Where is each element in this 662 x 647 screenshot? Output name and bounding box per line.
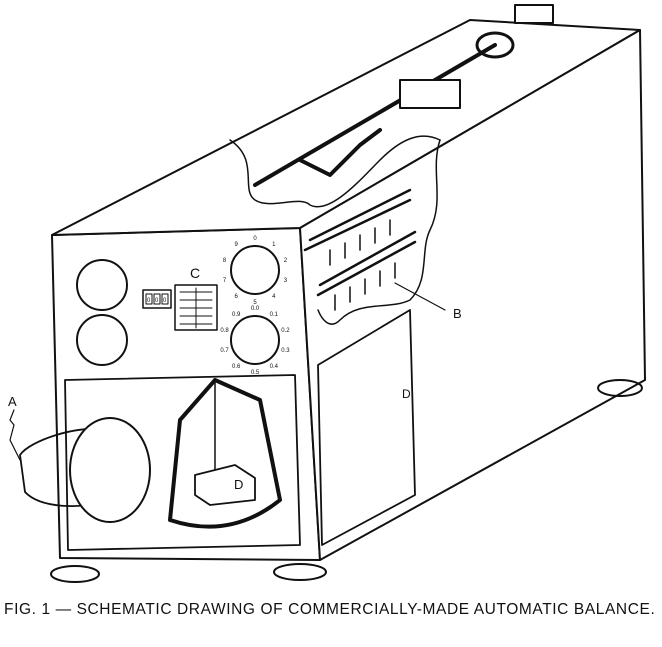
dial-mark: 0.1	[270, 312, 279, 318]
round-window-lower	[76, 314, 128, 366]
label-d-pan: D	[234, 477, 243, 492]
upper-dial-marks: 0 1 2 3 4 5 6 7 8 9	[223, 236, 288, 306]
dial-mark: 6	[235, 294, 239, 300]
dial-mark: 3	[284, 278, 288, 284]
dial-mark: 5	[253, 300, 257, 306]
side-door[interactable]	[317, 309, 416, 546]
figure-caption: FIG. 1 — SCHEMATIC DRAWING OF COMMERCIAL…	[4, 601, 656, 618]
lower-weight-dial[interactable]	[230, 315, 280, 365]
cabinet-foot	[273, 563, 327, 581]
balance-beam	[253, 43, 497, 187]
weight-hangers	[329, 219, 396, 311]
dial-mark: 2	[284, 258, 288, 264]
dial-mark: 0.0	[251, 306, 260, 312]
dial-mark: 0.3	[281, 348, 290, 354]
beam-pivot	[475, 31, 515, 59]
sample-block	[194, 464, 256, 506]
dial-mark: 0.5	[251, 370, 260, 376]
cabinet-foot	[50, 565, 100, 583]
digital-counter	[142, 289, 172, 309]
dial-mark: 7	[223, 278, 227, 284]
top-knob[interactable]	[514, 4, 554, 24]
round-window-upper	[76, 259, 128, 311]
dial-mark: 4	[272, 294, 276, 300]
lower-dial-marks: 0.0 0.1 0.2 0.3 0.4 0.5 0.6 0.7 0.8 0.9	[220, 306, 290, 376]
dial-mark: 0.2	[281, 328, 290, 334]
dial-mark: 9	[235, 242, 239, 248]
dial-mark: 1	[272, 242, 276, 248]
leader-a	[9, 409, 21, 461]
cabinet-side-panel	[299, 29, 646, 561]
top-cutaway-edge	[229, 135, 441, 208]
label-b: B	[453, 306, 462, 321]
weight-rack-lower	[316, 230, 417, 297]
dial-mark: 8	[223, 258, 227, 264]
upper-weight-dial[interactable]	[230, 245, 280, 295]
dial-mark: 0.7	[220, 348, 229, 354]
lamp-screen	[69, 417, 151, 523]
pan-stirrup	[168, 378, 282, 529]
side-cutaway-edge	[317, 139, 441, 325]
weight-rack-upper	[303, 188, 412, 252]
label-d-door: D	[402, 387, 411, 401]
counter-digit: 0	[147, 298, 151, 304]
dial-mark: 0	[253, 236, 257, 242]
label-c: C	[190, 265, 200, 281]
dial-mark: 0.9	[232, 312, 241, 318]
dial-mark: 0.8	[220, 328, 229, 334]
counter-digit: 0	[163, 298, 167, 304]
label-a: A	[8, 394, 17, 409]
dial-mark: 0.6	[232, 364, 241, 370]
counter-digit: 0	[155, 298, 159, 304]
optical-scale-c	[174, 284, 218, 331]
dial-mark: 0.4	[270, 364, 279, 370]
leader-b	[394, 282, 446, 311]
weighing-chamber-window	[64, 374, 301, 551]
cabinet-foot	[597, 379, 643, 397]
counterweight-block	[399, 79, 461, 109]
